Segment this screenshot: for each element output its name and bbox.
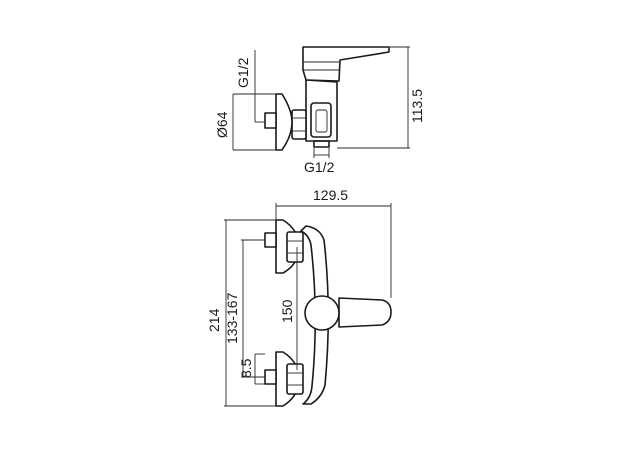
side-handle <box>302 46 390 82</box>
side-rosette <box>275 93 293 151</box>
label-thread-bottom: G1/2 <box>304 159 335 175</box>
side-connector <box>264 112 277 129</box>
front-dimensions <box>224 203 392 407</box>
front-nut-top <box>286 231 304 263</box>
front-nut-bottom <box>286 363 304 395</box>
side-view <box>264 46 390 151</box>
front-view <box>264 219 392 407</box>
side-dimensions <box>232 46 410 158</box>
label-center-range: 133-167 <box>224 292 240 344</box>
front-handle-hub <box>304 295 340 331</box>
front-body <box>300 225 330 405</box>
label-total-height: 214 <box>206 308 222 332</box>
front-connector-bottom <box>264 369 277 385</box>
front-handle <box>338 297 392 328</box>
label-height: 113.5 <box>409 89 425 123</box>
front-connector-top <box>264 232 277 248</box>
side-nut <box>291 109 307 140</box>
label-width: 129.5 <box>313 187 348 203</box>
side-outlet-thread <box>313 140 330 148</box>
label-offset: 8.5 <box>238 358 254 378</box>
label-center: 150 <box>279 299 295 323</box>
label-diameter: Ø64 <box>214 111 230 138</box>
label-thread-side: G1/2 <box>235 57 251 88</box>
